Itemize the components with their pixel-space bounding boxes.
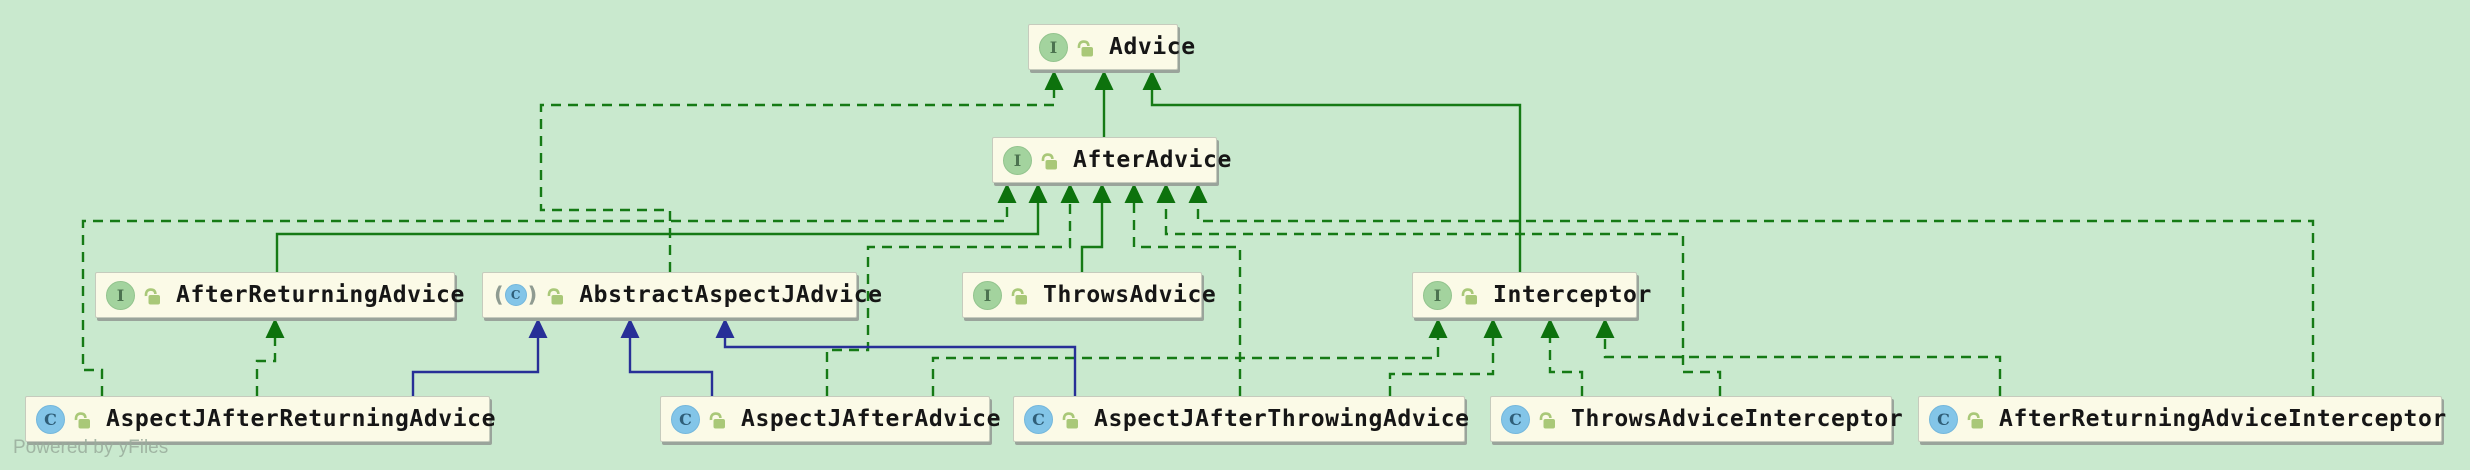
arrowhead-AspectJAfterReturningAdvice-to-AfterReturningAdvice: [265, 318, 285, 338]
open-lock-icon: [1060, 409, 1080, 430]
diagram-node-Interceptor[interactable]: I Interceptor: [1412, 272, 1651, 318]
arrowhead-AspectJAfterAdvice-to-AbstractAspectJAdvice: [620, 318, 640, 338]
edge-ThrowsAdviceInterceptor-to-Interceptor: [1548, 338, 1584, 396]
edge-ThrowsAdvice-to-AfterAdvice: [1080, 203, 1104, 272]
diagram-node-AfterReturningAdvice[interactable]: I AfterReturningAdvice: [95, 272, 464, 318]
arrowhead-AspectJAfterThrowingAdvice-to-AbstractAspectJAdvice: [715, 318, 735, 338]
edge-Interceptor-to-Advice: [1150, 90, 1522, 272]
node-label: AfterAdvice: [1073, 147, 1232, 173]
open-lock-icon: [1039, 150, 1059, 171]
edge-ThrowsAdviceInterceptor-to-AfterAdvice: [1164, 203, 1722, 396]
open-lock-icon: [142, 285, 162, 306]
open-lock-icon: [707, 409, 727, 430]
edge-AfterReturningAdvice-to-AfterAdvice: [275, 203, 1040, 272]
node-label: ThrowsAdviceInterceptor: [1571, 406, 1904, 432]
edge-AspectJAfterAdvice-to-Interceptor: [931, 338, 1440, 396]
edge-AspectJAfterThrowingAdvice-to-AbstractAspectJAdvice: [723, 338, 1077, 396]
open-lock-icon: [1459, 285, 1479, 306]
arrowhead-AfterReturningAdvice-to-AfterAdvice: [1028, 183, 1048, 203]
class-icon: C: [671, 404, 700, 434]
edge-AspectJAfterAdvice-to-AbstractAspectJAdvice: [628, 338, 714, 396]
arrowhead-ThrowsAdviceInterceptor-to-AfterAdvice: [1156, 183, 1176, 203]
interface-icon: I: [1003, 145, 1032, 175]
open-lock-icon: [1075, 37, 1095, 58]
edge-AspectJAfterAdvice-to-AfterAdvice: [825, 203, 1072, 396]
edge-AspectJAfterThrowingAdvice-to-AfterAdvice: [1132, 203, 1242, 396]
interface-icon: I: [106, 280, 135, 310]
class-icon: C: [1929, 404, 1958, 434]
diagram-node-AspectJAfterThrowingAdvice[interactable]: C AspectJAfterThrowingAdvice: [1013, 396, 1469, 442]
arrowhead-AfterAdvice-to-Advice: [1094, 70, 1114, 90]
arrowhead-AspectJAfterReturningAdvice-to-AfterAdvice: [997, 183, 1017, 203]
open-lock-icon: [72, 409, 92, 430]
diagram-node-AfterReturningAdviceInterceptor[interactable]: C AfterReturningAdviceInterceptor: [1918, 396, 2446, 442]
node-label: AspectJAfterThrowingAdvice: [1094, 406, 1470, 432]
diagram-node-Advice[interactable]: I Advice: [1028, 24, 1195, 70]
arrowhead-AspectJAfterAdvice-to-AfterAdvice: [1060, 183, 1080, 203]
diagram-node-AspectJAfterReturningAdvice[interactable]: C AspectJAfterReturningAdvice: [25, 396, 495, 442]
diagram-node-AfterAdvice[interactable]: I AfterAdvice: [992, 137, 1231, 183]
edge-AbstractAspectJAdvice-to-Advice: [539, 90, 1056, 272]
open-lock-icon: [1965, 409, 1985, 430]
class-icon: C: [36, 404, 65, 434]
node-label: AspectJAfterReturningAdvice: [106, 406, 497, 432]
node-label: AspectJAfterAdvice: [741, 406, 1002, 432]
node-label: Advice: [1109, 34, 1196, 60]
diagram-node-AbstractAspectJAdvice[interactable]: (C) AbstractAspectJAdvice: [482, 272, 882, 318]
node-label: AfterReturningAdvice: [176, 282, 465, 308]
edge-AspectJAfterThrowingAdvice-to-Interceptor: [1388, 338, 1495, 396]
node-label: Interceptor: [1493, 282, 1652, 308]
node-label: AbstractAspectJAdvice: [579, 282, 883, 308]
arrowhead-AspectJAfterReturningAdvice-to-AbstractAspectJAdvice: [528, 318, 548, 338]
class-icon: C: [1024, 404, 1053, 434]
arrowhead-AfterReturningAdviceInterceptor-to-AfterAdvice: [1188, 183, 1208, 203]
class-icon: C: [1501, 404, 1530, 434]
interface-icon: I: [1039, 32, 1068, 62]
arrowhead-AspectJAfterThrowingAdvice-to-AfterAdvice: [1124, 183, 1144, 203]
arrowhead-AspectJAfterAdvice-to-Interceptor: [1428, 318, 1448, 338]
node-label: ThrowsAdvice: [1043, 282, 1217, 308]
arrowhead-ThrowsAdviceInterceptor-to-Interceptor: [1540, 318, 1560, 338]
edge-AspectJAfterReturningAdvice-to-AfterReturningAdvice: [255, 338, 277, 396]
node-label: AfterReturningAdviceInterceptor: [1999, 406, 2447, 432]
interface-icon: I: [1423, 280, 1452, 310]
arrowhead-AfterReturningAdviceInterceptor-to-Interceptor: [1595, 318, 1615, 338]
diagram-node-ThrowsAdviceInterceptor[interactable]: C ThrowsAdviceInterceptor: [1490, 396, 1903, 442]
diagram-node-AspectJAfterAdvice[interactable]: C AspectJAfterAdvice: [660, 396, 1000, 442]
abstract-class-icon: (C): [494, 282, 538, 307]
arrowhead-ThrowsAdvice-to-AfterAdvice: [1092, 183, 1112, 203]
open-lock-icon: [545, 285, 565, 306]
arrowhead-AspectJAfterThrowingAdvice-to-Interceptor: [1483, 318, 1503, 338]
open-lock-icon: [1009, 285, 1029, 306]
open-lock-icon: [1537, 409, 1557, 430]
edge-AfterReturningAdviceInterceptor-to-Interceptor: [1603, 338, 2002, 396]
edge-AspectJAfterReturningAdvice-to-AfterAdvice: [81, 203, 1009, 396]
diagram-node-ThrowsAdvice[interactable]: I ThrowsAdvice: [962, 272, 1216, 318]
arrowhead-Interceptor-to-Advice: [1142, 70, 1162, 90]
interface-icon: I: [973, 280, 1002, 310]
arrowhead-AbstractAspectJAdvice-to-Advice: [1044, 70, 1064, 90]
edge-AspectJAfterReturningAdvice-to-AbstractAspectJAdvice: [411, 338, 540, 396]
edge-AfterReturningAdviceInterceptor-to-AfterAdvice: [1196, 203, 2315, 396]
